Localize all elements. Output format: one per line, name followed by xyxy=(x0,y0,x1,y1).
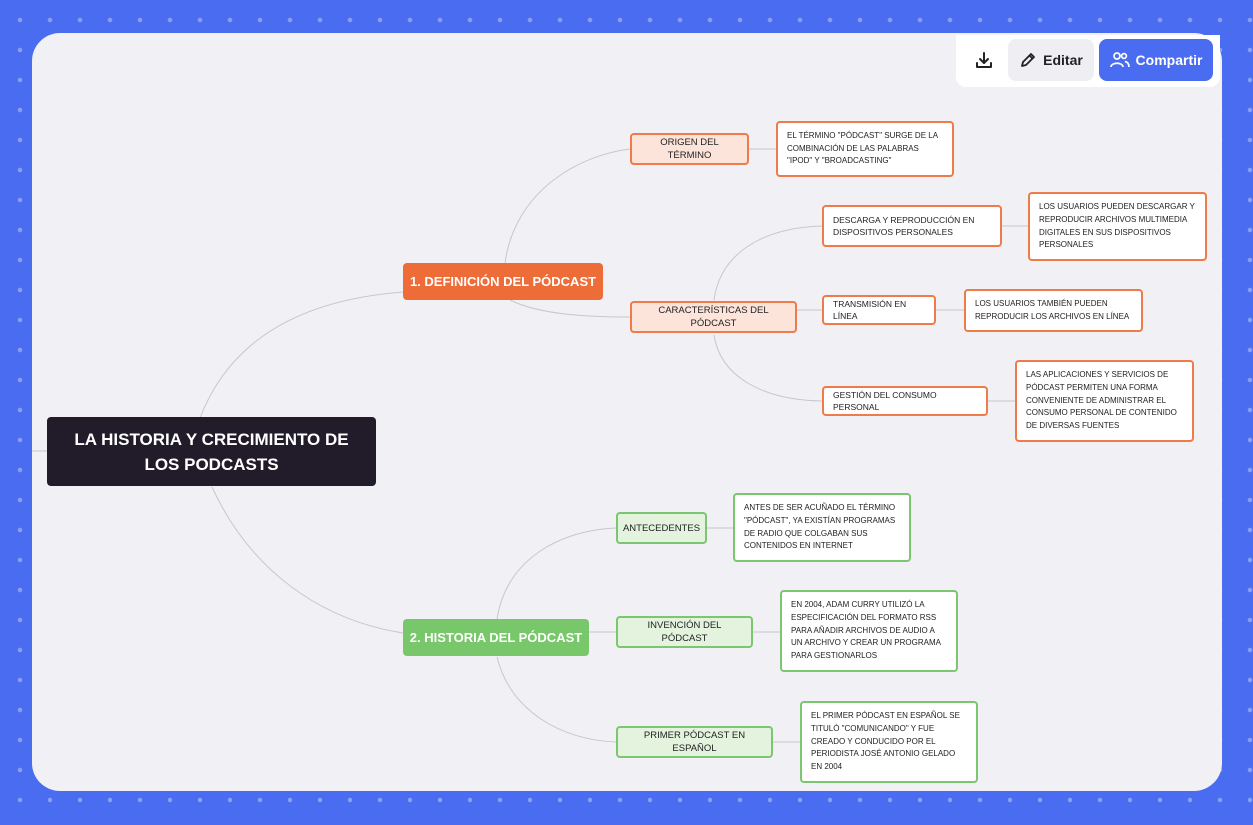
detail-antecedentes[interactable]: ANTES DE SER ACUÑADO EL TÉRMINO "PÓDCAST… xyxy=(733,493,911,562)
top-toolbar: Editar Compartir xyxy=(956,35,1220,87)
topic-caracteristicas[interactable]: CARACTERÍSTICAS DEL PÓDCAST xyxy=(630,301,797,333)
share-label: Compartir xyxy=(1135,52,1203,68)
sub-gestion[interactable]: GESTIÓN DEL CONSUMO PERSONAL xyxy=(822,386,988,416)
download-button[interactable] xyxy=(966,39,1002,81)
download-icon xyxy=(976,52,992,68)
topic-antecedentes[interactable]: ANTECEDENTES xyxy=(616,512,707,544)
edit-label: Editar xyxy=(1043,52,1083,68)
detail-descarga[interactable]: LOS USUARIOS PUEDEN DESCARGAR Y REPRODUC… xyxy=(1028,192,1207,261)
topic-invencion[interactable]: INVENCIÓN DEL PÓDCAST xyxy=(616,616,753,648)
detail-origen[interactable]: EL TÉRMINO "PÓDCAST" SURGE DE LA COMBINA… xyxy=(776,121,954,177)
detail-gestion[interactable]: LAS APLICACIONES Y SERVICIOS DE PÓDCAST … xyxy=(1015,360,1194,442)
sub-descarga[interactable]: DESCARGA Y REPRODUCCIÓN EN DISPOSITIVOS … xyxy=(822,205,1002,247)
detail-invencion[interactable]: EN 2004, ADAM CURRY UTILIZÓ LA ESPECIFIC… xyxy=(780,590,958,672)
sub-transmision[interactable]: TRANSMISIÓN EN LÍNEA xyxy=(822,295,936,325)
topic-primero[interactable]: PRIMER PÓDCAST EN ESPAÑOL xyxy=(616,726,773,758)
pencil-icon xyxy=(1021,53,1036,67)
detail-primero[interactable]: EL PRIMER PÓDCAST EN ESPAÑOL SE TITULÓ "… xyxy=(800,701,978,783)
branch-definicion[interactable]: 1. DEFINICIÓN DEL PÓDCAST xyxy=(403,263,603,300)
detail-transmision[interactable]: LOS USUARIOS TAMBIÉN PUEDEN REPRODUCIR L… xyxy=(964,289,1143,332)
branch-historia[interactable]: 2. HISTORIA DEL PÓDCAST xyxy=(403,619,589,656)
root-node[interactable]: LA HISTORIA Y CRECIMIENTO DE LOS PODCAST… xyxy=(47,417,376,486)
users-icon xyxy=(1109,52,1130,68)
share-button[interactable]: Compartir xyxy=(1099,39,1213,81)
edit-button[interactable]: Editar xyxy=(1008,39,1094,81)
topic-origen[interactable]: ORIGEN DEL TÉRMINO xyxy=(630,133,749,165)
